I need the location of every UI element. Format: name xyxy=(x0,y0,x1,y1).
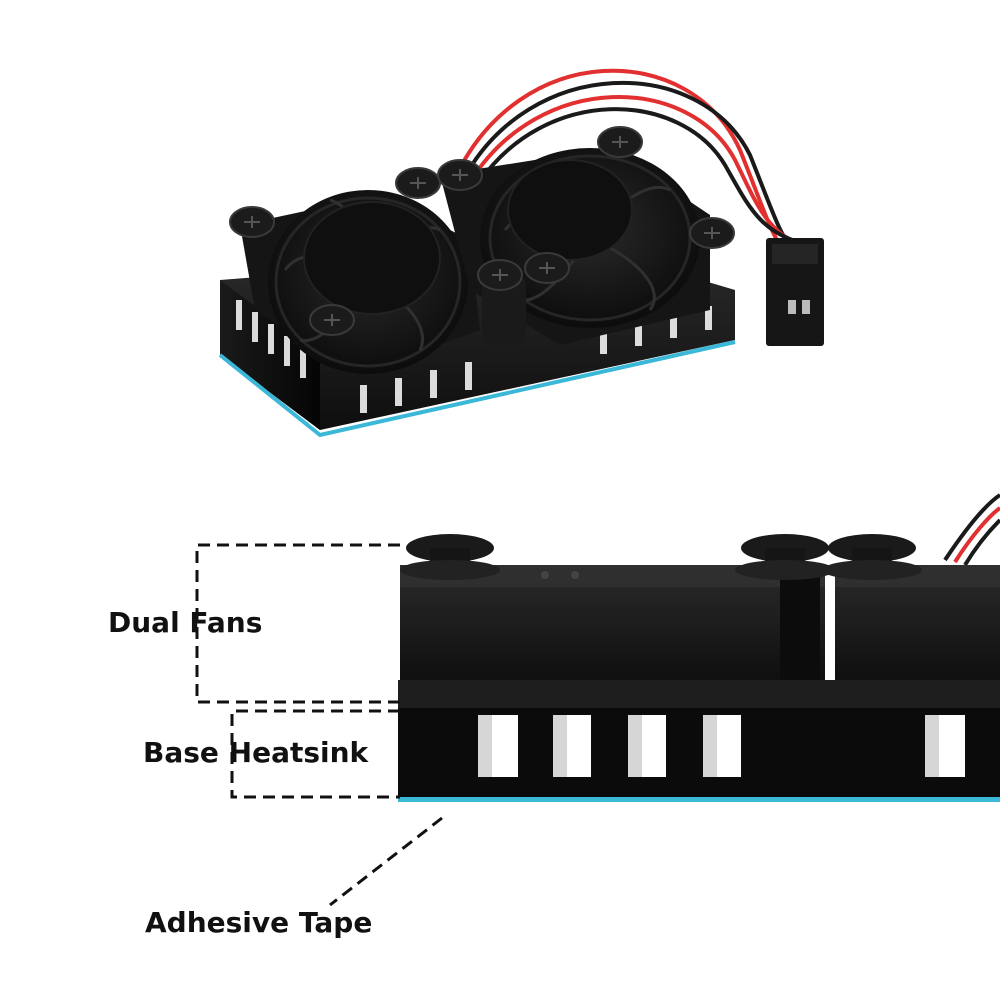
fan-wires xyxy=(453,68,812,247)
adhesive-tape-pointer xyxy=(329,816,443,907)
callout-lines xyxy=(195,543,443,907)
adhesive-tape-strip xyxy=(398,797,1000,802)
adhesive-tape-label: Adhesive Tape xyxy=(145,906,373,939)
dual-fans-bracket xyxy=(195,543,400,704)
screw-cross-marks xyxy=(244,136,720,326)
dual-fans-label: Dual Fans xyxy=(108,606,263,639)
left-fan-side xyxy=(400,565,825,685)
connector-plug xyxy=(766,238,824,346)
fan-module-side-view xyxy=(398,493,1000,802)
fan-divider-post xyxy=(482,275,526,345)
base-heatsink-bracket xyxy=(230,709,400,799)
side-wires xyxy=(943,493,1000,567)
right-fan-side xyxy=(835,565,1000,685)
fan-mount-plate xyxy=(398,680,1000,708)
fan-module-top-view xyxy=(218,68,824,438)
screws-side xyxy=(400,534,922,580)
base-heatsink-label: Base Heatsink xyxy=(143,736,369,769)
